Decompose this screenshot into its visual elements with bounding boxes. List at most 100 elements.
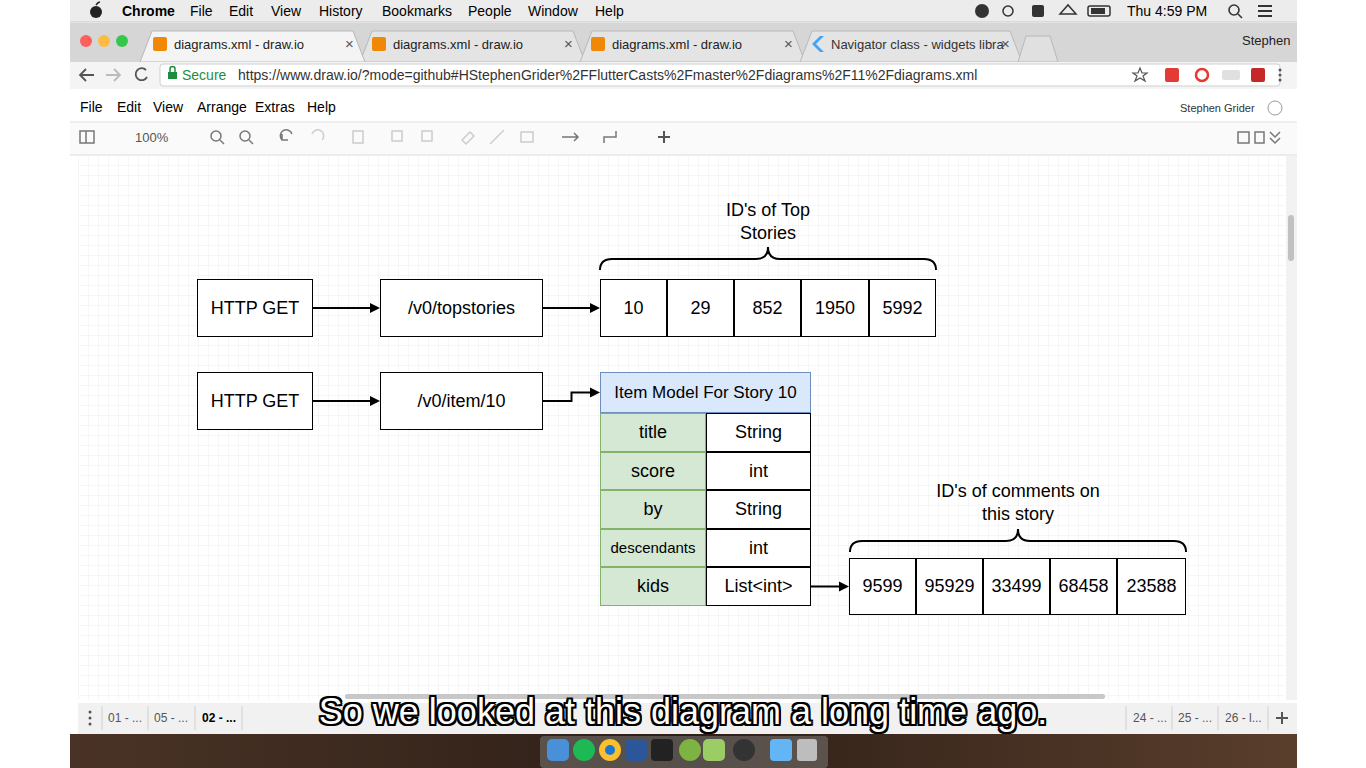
node-text: String xyxy=(735,422,782,443)
field-type-cell: int xyxy=(706,529,811,567)
node-text: descendants xyxy=(610,539,695,556)
connector-line xyxy=(313,307,371,309)
node-text: 852 xyxy=(752,298,782,319)
security-badge: Secure xyxy=(182,67,226,84)
language-icon xyxy=(1268,101,1282,115)
tab xyxy=(580,31,805,62)
toolbar-icons xyxy=(80,130,1280,144)
lock-icon xyxy=(168,67,177,80)
array-cell: 10 xyxy=(600,279,667,337)
add-page-icon xyxy=(1276,712,1288,724)
arrow-head xyxy=(370,396,380,406)
menu-bar-edge xyxy=(70,22,1297,23)
node-text: 5992 xyxy=(882,298,922,319)
tab xyxy=(800,31,1022,62)
desktop xyxy=(70,734,1297,768)
menu-item: Arrange xyxy=(197,99,247,116)
canvas xyxy=(78,156,1285,700)
app-name: Chrome xyxy=(122,3,175,20)
arrow-head xyxy=(370,303,380,313)
node-text: by xyxy=(643,499,662,520)
node-text: /v0/item/10 xyxy=(417,391,505,412)
menu-item: Extras xyxy=(255,99,295,116)
app-toolbar xyxy=(70,122,1297,155)
node-text: String xyxy=(735,499,782,520)
active-tab xyxy=(140,31,365,62)
annotation: ID's of comments on this story xyxy=(926,480,1111,526)
connector-arrow xyxy=(313,396,380,406)
node-text: 10 xyxy=(623,298,643,319)
endpoint-box: /v0/topstories xyxy=(380,279,543,337)
window-controls xyxy=(80,35,128,47)
menu-item: File xyxy=(190,3,213,20)
table-header: Item Model For Story 10 xyxy=(600,372,811,413)
arrow-head xyxy=(839,582,849,592)
tab-title: diagrams.xml - draw.io xyxy=(174,37,304,53)
array-cell: 68458 xyxy=(1050,558,1117,615)
dock xyxy=(540,736,828,768)
process-box: HTTP GET xyxy=(197,372,313,430)
connector-arrow xyxy=(543,388,600,402)
menu-item: File xyxy=(80,99,103,116)
tab-close: × xyxy=(1001,35,1010,53)
clock: Thu 4:59 PM xyxy=(1127,3,1207,20)
menu-item: Window xyxy=(528,3,578,20)
array-cell: 29 xyxy=(667,279,734,337)
field-name-cell: by xyxy=(600,490,706,529)
favicon xyxy=(372,37,386,51)
tab-title: Navigator class - widgets libra xyxy=(831,37,1004,53)
array-cell: 852 xyxy=(734,279,801,337)
node-text: 33499 xyxy=(991,576,1041,597)
annotation: ID's of Top Stories xyxy=(698,199,838,245)
array-cell: 95929 xyxy=(916,558,983,615)
node-text: int xyxy=(749,538,768,559)
curly-brace xyxy=(850,529,1186,552)
zoom-level: 100% xyxy=(135,130,168,146)
node-text: HTTP GET xyxy=(211,298,300,319)
menu-item: Help xyxy=(307,99,336,116)
menu-bar xyxy=(70,0,1297,22)
array-cell: 33499 xyxy=(983,558,1050,615)
node-text: 95929 xyxy=(924,576,974,597)
field-name-cell: kids xyxy=(600,567,706,606)
tab-close: × xyxy=(784,35,793,53)
connector-arrow xyxy=(811,582,849,592)
node-text: List<int> xyxy=(724,576,792,597)
tab-close: × xyxy=(564,35,573,53)
menu-item: Help xyxy=(595,3,624,20)
dock-icons xyxy=(547,739,817,761)
node-text: 1950 xyxy=(815,298,855,319)
scrollbar xyxy=(1286,156,1297,700)
field-name-cell: title xyxy=(600,413,706,452)
node-text: kids xyxy=(637,576,669,597)
tab-title: diagrams.xml - draw.io xyxy=(393,37,523,53)
connector-arrow xyxy=(543,303,600,313)
menu-item: View xyxy=(271,3,301,20)
array-cell: 5992 xyxy=(869,279,936,337)
divider xyxy=(70,155,1297,156)
menu-item: Bookmarks xyxy=(382,3,452,20)
array-cell: 9599 xyxy=(849,558,916,615)
endpoint-box: /v0/item/10 xyxy=(380,372,543,430)
field-name-cell: score xyxy=(600,452,706,490)
toolbar-band xyxy=(70,62,1297,89)
process-box: HTTP GET xyxy=(197,279,313,337)
nav-buttons xyxy=(80,68,147,81)
page-tab: 02 - ... xyxy=(202,711,236,725)
favicon xyxy=(591,37,605,51)
menu-item: History xyxy=(319,3,363,20)
menu-item: People xyxy=(468,3,512,20)
profile-name: Stephen xyxy=(1242,33,1290,49)
menu-item: Edit xyxy=(117,99,141,116)
connector-line xyxy=(543,307,591,309)
arrow-head xyxy=(590,388,600,398)
favicon xyxy=(153,37,167,51)
page-menu-icon xyxy=(89,711,92,726)
url: https://www.draw.io/?mode=github#HStephe… xyxy=(238,67,977,84)
connector-line xyxy=(811,586,840,588)
curly-brace xyxy=(600,247,936,270)
connector-line xyxy=(313,400,371,402)
page-tab: 24 - ... xyxy=(1133,711,1167,725)
omnibox xyxy=(160,64,1280,86)
